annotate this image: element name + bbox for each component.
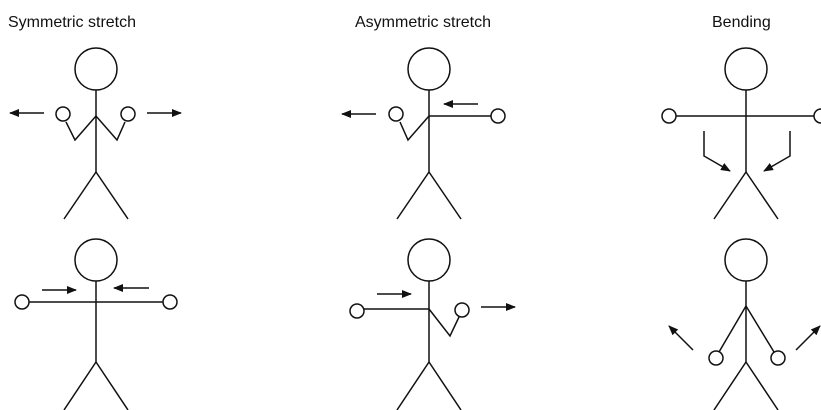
right-hand-circle <box>490 108 506 124</box>
right-leg-line <box>428 171 462 220</box>
right-hand-circle <box>162 294 178 310</box>
asymmetric-stretch-top-figure <box>341 47 506 220</box>
left-hand-circle <box>14 294 30 310</box>
right-arm-line <box>428 308 460 338</box>
head-circle <box>724 47 768 91</box>
left-arm-line <box>399 115 430 142</box>
head-circle <box>724 238 768 282</box>
right-leg-line <box>428 361 462 410</box>
left-leg-line <box>713 361 747 410</box>
left-leg-line <box>396 361 430 410</box>
asymmetric-stretch-bottom-figure <box>349 238 516 410</box>
left-hand-circle <box>708 350 724 366</box>
left-leg-line <box>63 171 97 220</box>
head-circle <box>74 47 118 91</box>
right-hand-circle <box>813 108 821 124</box>
right-hand-circle <box>120 106 136 122</box>
left-hand-circle <box>55 106 71 122</box>
left-down-arrow <box>703 131 731 172</box>
left-hand-circle <box>661 108 677 124</box>
right-leg-line <box>745 361 779 410</box>
left-outward-arrow <box>668 325 694 351</box>
right-leg-line <box>745 171 779 220</box>
symmetric-stretch-bottom-figure <box>14 238 178 410</box>
right-hand-circle <box>454 302 470 318</box>
head-circle <box>407 47 451 91</box>
right-leg-line <box>95 171 129 220</box>
right-leg-line <box>95 361 129 410</box>
right-down-arrow <box>763 131 791 172</box>
left-hand-circle <box>349 303 365 319</box>
right-arm-line <box>95 115 126 142</box>
left-leg-line <box>396 171 430 220</box>
left-leg-line <box>63 361 97 410</box>
left-arm-line <box>65 115 97 142</box>
right-arm-line <box>745 305 775 353</box>
bending-top-figure <box>661 47 821 220</box>
symmetric-stretch-top-figure <box>9 47 182 220</box>
head-circle <box>407 238 451 282</box>
asymmetric-stretch-title: Asymmetric stretch <box>355 14 492 31</box>
left-hand-circle <box>388 106 404 122</box>
symmetric-stretch-title: Symmetric stretch <box>8 14 137 31</box>
right-hand-circle <box>770 350 786 366</box>
left-leg-line <box>713 171 747 220</box>
head-circle <box>74 238 118 282</box>
bending-title: Bending <box>712 14 771 31</box>
right-outward-arrow <box>795 325 821 351</box>
bending-bottom-figure <box>668 238 821 410</box>
left-arm-line <box>718 305 747 353</box>
